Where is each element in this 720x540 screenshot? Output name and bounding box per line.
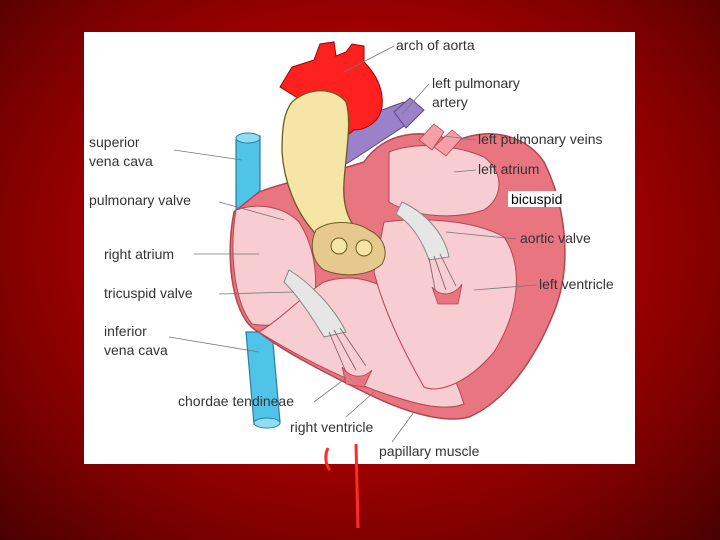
papillary-muscle-right bbox=[341, 366, 373, 388]
label-superior-vena-cava-line1: superior bbox=[89, 134, 140, 150]
pulmonary-aortic-valve-cluster bbox=[311, 222, 386, 276]
heart-diagram-panel: arch of aorta left pulmonary artery supe… bbox=[84, 32, 635, 464]
decorative-red-mark bbox=[324, 443, 360, 529]
label-right-ventricle: right ventricle bbox=[290, 419, 374, 435]
label-left-pulmonary-veins: left pulmonary veins bbox=[478, 131, 603, 147]
label-right-atrium: right atrium bbox=[104, 246, 175, 262]
heart-illustration bbox=[168, 41, 566, 443]
label-left-pulmonary-artery-line2: artery bbox=[432, 94, 468, 110]
label-superior-vena-cava-line2: vena cava bbox=[89, 153, 153, 169]
tricuspid-valve bbox=[283, 269, 347, 338]
label-left-ventricle: left ventricle bbox=[539, 276, 614, 292]
chordae-tendineae-lines bbox=[328, 253, 457, 373]
bicuspid-valve bbox=[395, 201, 450, 261]
label-pulmonary-valve: pulmonary valve bbox=[89, 192, 191, 208]
label-inferior-vena-cava-line1: inferior bbox=[104, 323, 147, 339]
label-aortic-valve: aortic valve bbox=[520, 230, 591, 246]
inferior-vena-cava bbox=[245, 331, 281, 425]
label-left-atrium: left atrium bbox=[478, 161, 540, 177]
label-bicuspid: bicuspid bbox=[508, 191, 566, 207]
label-inferior-vena-cava-line2: vena cava bbox=[104, 342, 168, 358]
papillary-muscle-left bbox=[431, 283, 463, 305]
leader-lines bbox=[168, 45, 537, 443]
label-tricuspid-valve: tricuspid valve bbox=[104, 285, 193, 301]
label-chordae-tendineae: chordae tendineae bbox=[178, 393, 294, 409]
label-papillary-muscle: papillary muscle bbox=[379, 443, 480, 459]
left-pulmonary-veins bbox=[418, 123, 445, 151]
label-left-pulmonary-artery-line1: left pulmonary bbox=[432, 75, 520, 91]
label-arch-of-aorta: arch of aorta bbox=[396, 37, 475, 53]
